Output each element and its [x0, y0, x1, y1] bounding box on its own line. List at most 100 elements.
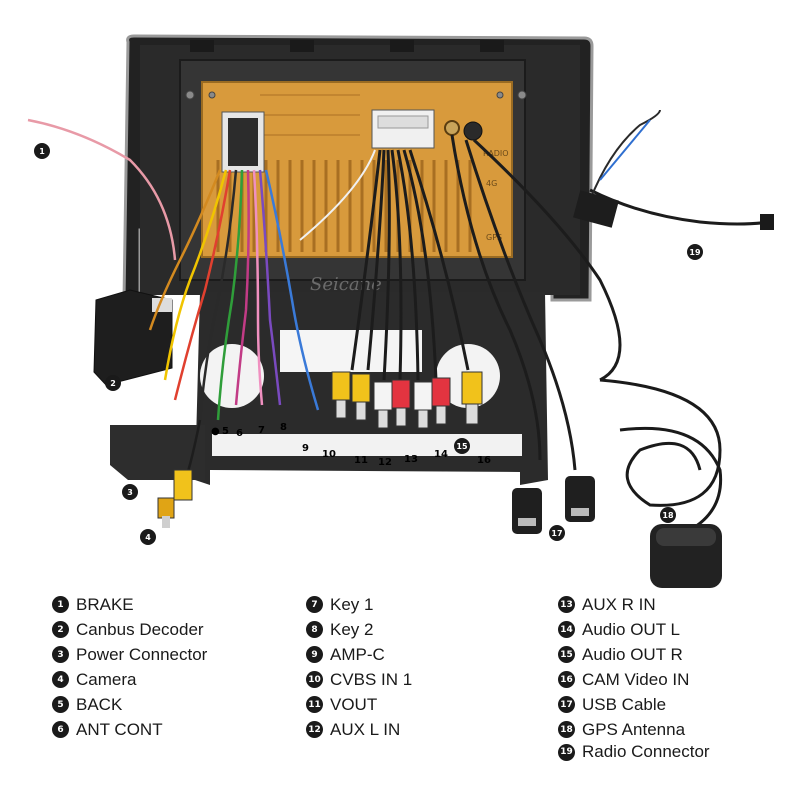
legend-badge: 15: [558, 646, 575, 663]
wiring-diagram: RADIO 4G GPS Seicane: [27, 34, 774, 588]
legend-label: Key 2: [330, 619, 374, 639]
usb-connectors: [512, 476, 595, 534]
canbus-decoder: [93, 289, 173, 386]
legend-item: 19 Radio Connector: [558, 742, 710, 762]
legend-badge: 10: [306, 671, 323, 688]
legend-label: Radio Connector: [582, 742, 710, 761]
callout-number: 13: [404, 454, 418, 465]
legend-column-3: 13 AUX R IN 14 Audio OUT L 15 Audio OUT R 1…: [558, 592, 710, 762]
legend-label: Canbus Decoder: [76, 619, 204, 639]
legend-item: 4 Camera: [52, 667, 207, 692]
legend-badge: 2: [52, 621, 69, 638]
legend-item: 9 AMP-C: [306, 642, 412, 667]
callout-number: 6: [236, 428, 243, 439]
legend-label: USB Cable: [582, 694, 667, 714]
legend-label: CVBS IN 1: [330, 669, 413, 689]
callout-number: 15: [456, 442, 468, 451]
callout-marker: [549, 525, 565, 541]
gps-antenna: [599, 378, 723, 588]
legend-badge: 3: [52, 646, 69, 663]
callout-number: 2: [110, 379, 116, 388]
legend-label: AMP-C: [330, 644, 385, 664]
callout-marker: [687, 244, 703, 260]
callout-number: 8: [280, 422, 287, 433]
legend-label: CAM Video IN: [582, 669, 690, 689]
legend-label: Power Connector: [76, 644, 208, 664]
callout-number: 4: [145, 533, 151, 542]
callout-number: 17: [551, 529, 562, 538]
callout-marker: [660, 507, 676, 523]
legend-badge: 5: [52, 696, 69, 713]
legend-item: 13 AUX R IN: [558, 592, 710, 617]
legend-label: Audio OUT R: [582, 644, 683, 664]
callout-number: 3: [127, 488, 133, 497]
legend-item: 6 ANT CONT: [52, 717, 207, 742]
callout-number: ●: [211, 426, 220, 437]
callout-markers: 1 2 3 4 ● 5 6 7 8 9 10 11 12 13 14 15 16…: [34, 143, 703, 545]
legend-label: Key 1: [330, 594, 374, 614]
callout-number: 16: [477, 455, 491, 466]
callout-marker: [454, 438, 470, 454]
legend-item: 17 USB Cable: [558, 692, 710, 717]
legend-badge: 4: [52, 671, 69, 688]
port-label-radio: RADIO: [483, 149, 509, 158]
legend-item: 16 CAM Video IN: [558, 667, 710, 692]
legend-badge: 14: [558, 621, 575, 638]
callout-number: 9: [302, 443, 309, 454]
radio-connector-cable: [573, 109, 774, 230]
legend-item: 10 CVBS IN 1: [306, 667, 412, 692]
legend-badge: 12: [306, 721, 323, 738]
legend-badge: 8: [306, 621, 323, 638]
rca-plugs: [331, 371, 483, 429]
legend-label: GPS Antenna: [582, 719, 686, 739]
legend-label: Camera: [76, 669, 137, 689]
callout-number: 10: [322, 449, 336, 460]
legend-item: 1 BRAKE: [52, 592, 207, 617]
legend-item: 8 Key 2: [306, 617, 412, 642]
wire-harness: [27, 118, 320, 491]
legend-badge: 1: [52, 596, 69, 613]
signal-wires: [299, 134, 622, 471]
callout-number: 19: [689, 248, 701, 257]
callout-number: 14: [434, 449, 448, 460]
legend-item: 3 Power Connector: [52, 642, 207, 667]
legend-badge: 11: [306, 696, 323, 713]
callout-marker: [122, 484, 138, 500]
legend-badge: 18: [558, 721, 575, 738]
legend-label: Audio OUT L: [582, 619, 680, 639]
legend-item: 12 AUX L IN: [306, 717, 412, 742]
legend-label: ANT CONT: [76, 719, 163, 739]
head-unit-chassis: RADIO 4G GPS Seicane: [179, 59, 527, 295]
legend-badge: 16: [558, 671, 575, 688]
camera-plug: [157, 469, 193, 528]
legend-badge: 19: [558, 743, 575, 761]
legend-item: 14 Audio OUT L: [558, 617, 710, 642]
callout-marker: [140, 529, 156, 545]
legend-badge: 6: [52, 721, 69, 738]
legend-item: 2 Canbus Decoder: [52, 617, 207, 642]
callout-number: 1: [39, 147, 45, 156]
port-label-gps: GPS: [486, 233, 502, 242]
legend-badge: 9: [306, 646, 323, 663]
legend-item: 18 GPS Antenna: [558, 717, 710, 742]
brand-logo-text: Seicane: [310, 274, 382, 295]
legend-label: BACK: [76, 694, 123, 714]
port-label-4g: 4G: [486, 179, 497, 188]
legend-badge: 17: [558, 696, 575, 713]
callout-number: 18: [662, 511, 674, 520]
callout-marker: [34, 143, 50, 159]
callout-number: 7: [258, 425, 265, 436]
legend-label: AUX R IN: [582, 594, 656, 614]
legend-label: AUX L IN: [330, 719, 401, 739]
legend-badge: 13: [558, 596, 575, 613]
legend-label: BRAKE: [76, 594, 134, 614]
callout-number: 11: [354, 455, 368, 466]
callout-number: 12: [378, 457, 392, 468]
callout-number: 5: [222, 426, 229, 437]
legend-item: 5 BACK: [52, 692, 207, 717]
